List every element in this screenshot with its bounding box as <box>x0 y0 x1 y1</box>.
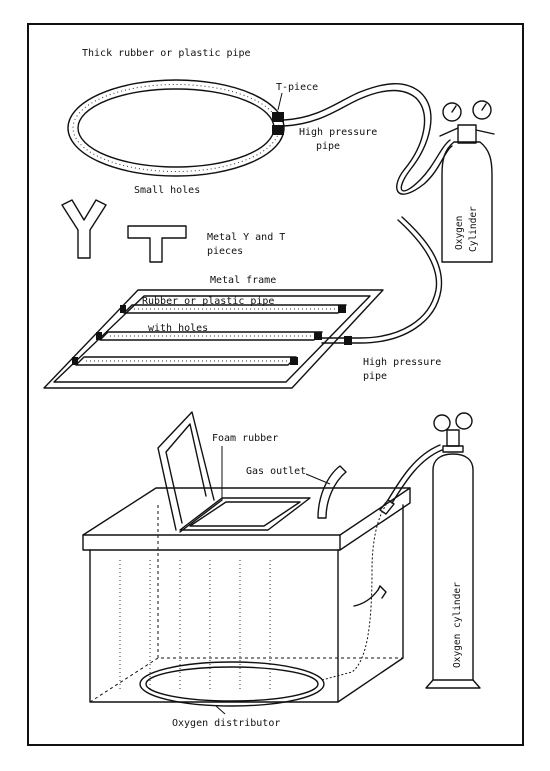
inlet-pipe <box>321 499 395 681</box>
oxygen-cylinder-2 <box>387 412 481 689</box>
label-metal-frame: Metal frame <box>210 275 276 286</box>
label-high-pressure-1b: pipe <box>316 141 340 152</box>
label-gas-outlet: Gas outlet <box>246 466 306 477</box>
oxygen-distributor-ring <box>139 661 325 707</box>
label-oxygen-cylinder-1b: Cylinder <box>468 206 479 252</box>
ring-pipe <box>67 79 285 177</box>
frame-pipes-with-holes <box>72 304 347 366</box>
label-foam-rubber: Foam rubber <box>212 433 278 444</box>
label-metal-yt-2: pieces <box>207 246 243 257</box>
label-thick-pipe: Thick rubber or plastic pipe <box>82 48 251 59</box>
distributor-leader <box>215 705 226 715</box>
label-small-holes: Small holes <box>134 185 200 196</box>
high-pressure-pipe-1 <box>283 83 453 195</box>
t-piece-leader <box>277 92 283 111</box>
gas-outlet-leader <box>305 473 331 485</box>
metal-t-piece <box>127 225 187 263</box>
label-with-holes: with holes <box>148 323 208 334</box>
label-high-pressure-1: High pressure <box>299 127 377 138</box>
gas-outlet-tube <box>317 465 347 519</box>
label-metal-yt-1: Metal Y and T <box>207 232 285 243</box>
open-lid <box>157 411 223 533</box>
t-piece <box>272 112 284 135</box>
metal-y-piece <box>61 199 107 259</box>
chamber-box <box>82 487 411 703</box>
label-rubber-pipe: Rubber or plastic pipe <box>142 296 274 307</box>
foam-rubber-pad <box>179 497 311 531</box>
oxygen-cylinder-1 <box>439 100 495 263</box>
label-t-piece: T-piece <box>276 82 318 93</box>
label-high-pressure-2: High pressure <box>363 357 441 368</box>
label-oxygen-cylinder-2: Oxygen cylinder <box>452 582 463 668</box>
figure-frame <box>27 23 524 746</box>
metal-frame <box>43 289 384 389</box>
label-oxygen-cylinder-1: Oxygen <box>454 216 465 250</box>
label-oxygen-distributor: Oxygen distributor <box>172 718 280 729</box>
high-pressure-pipe-2 <box>321 216 443 345</box>
label-high-pressure-2b: pipe <box>363 371 387 382</box>
